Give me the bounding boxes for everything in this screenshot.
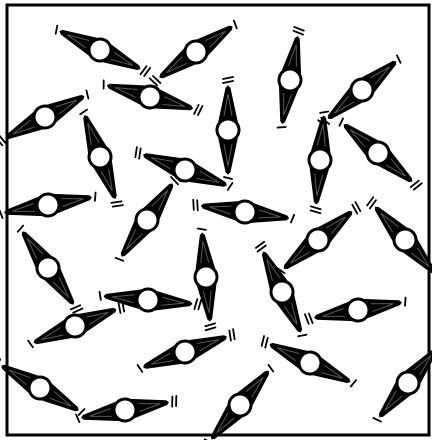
molecule-end-tick xyxy=(320,111,328,114)
molecule-end-tick xyxy=(260,336,270,348)
molecule xyxy=(368,335,432,427)
molecule xyxy=(131,142,234,198)
molecule-end-tick xyxy=(305,313,313,324)
molecule-bead xyxy=(217,119,239,141)
molecule-end-tick xyxy=(404,298,407,306)
molecule xyxy=(257,331,359,394)
molecule xyxy=(271,26,310,130)
molecule-end-tick xyxy=(194,299,201,309)
molecule xyxy=(110,170,187,266)
molecule xyxy=(0,352,88,422)
molecule-end-tick xyxy=(338,118,345,125)
molecule-end-tick xyxy=(133,147,142,158)
molecule-end-tick xyxy=(170,396,178,407)
molecule-bead xyxy=(194,265,218,289)
molecule xyxy=(304,110,335,214)
molecule-bead xyxy=(308,148,332,172)
molecule-end-tick xyxy=(140,65,150,77)
molecule-end-tick xyxy=(102,80,106,88)
molecule-end-tick xyxy=(28,340,33,348)
molecule xyxy=(75,390,179,429)
molecule-end-tick xyxy=(111,199,122,208)
molecule xyxy=(135,324,238,380)
molecule-end-tick xyxy=(351,202,362,214)
molecule-end-tick xyxy=(0,208,3,219)
molecule xyxy=(51,19,153,82)
molecule xyxy=(304,291,408,330)
molecule-end-tick xyxy=(298,333,306,338)
molecule-end-tick xyxy=(310,206,320,213)
molecule-end-tick xyxy=(293,27,304,35)
molecule-bead xyxy=(233,200,258,225)
molecule-end-tick xyxy=(85,90,91,98)
molecule xyxy=(361,193,432,284)
molecule-end-tick xyxy=(0,135,6,147)
molecule xyxy=(0,84,93,151)
molecule-end-tick xyxy=(227,329,236,340)
molecule-end-tick xyxy=(411,179,422,191)
molecule-end-tick xyxy=(291,215,294,223)
molecule-end-tick xyxy=(0,357,2,369)
molecule-end-tick xyxy=(17,226,25,232)
molecule-end-tick xyxy=(267,365,274,372)
molecule xyxy=(191,194,295,230)
molecule xyxy=(146,15,242,92)
molecule-end-tick xyxy=(228,182,233,190)
molecule-end-tick xyxy=(223,77,233,83)
molecule-end-tick xyxy=(224,177,232,179)
molecule-end-tick xyxy=(232,21,238,29)
molecule xyxy=(191,227,222,331)
molecule-end-tick xyxy=(116,256,124,262)
molecule xyxy=(0,186,98,225)
molecule-end-tick xyxy=(54,26,59,34)
molecule-end-tick xyxy=(138,364,143,372)
molecule-end-tick xyxy=(205,323,215,330)
molecule-end-tick xyxy=(366,197,377,208)
molecule xyxy=(198,360,280,440)
molecule xyxy=(273,198,365,280)
molecule-end-tick xyxy=(71,304,83,315)
molecule-end-tick xyxy=(351,379,356,387)
molecule xyxy=(25,296,128,355)
molecule xyxy=(314,50,406,132)
molecule-end-tick xyxy=(79,110,87,115)
molecule-end-tick xyxy=(192,200,199,211)
molecule-end-tick xyxy=(194,104,202,115)
molecule-end-tick xyxy=(278,126,286,129)
molecule xyxy=(333,113,425,195)
molecule-end-tick xyxy=(255,242,267,252)
molecule-bead xyxy=(136,288,160,312)
molecule-end-tick xyxy=(99,292,102,300)
molecule-end-tick xyxy=(373,416,380,423)
molecule xyxy=(217,77,239,179)
molecule-end-tick xyxy=(395,55,402,62)
diagram-frame xyxy=(7,5,429,435)
molecule-end-tick xyxy=(94,193,97,201)
molecule-end-tick xyxy=(198,228,206,231)
molecule xyxy=(11,222,88,318)
molecule-layer xyxy=(0,15,432,440)
